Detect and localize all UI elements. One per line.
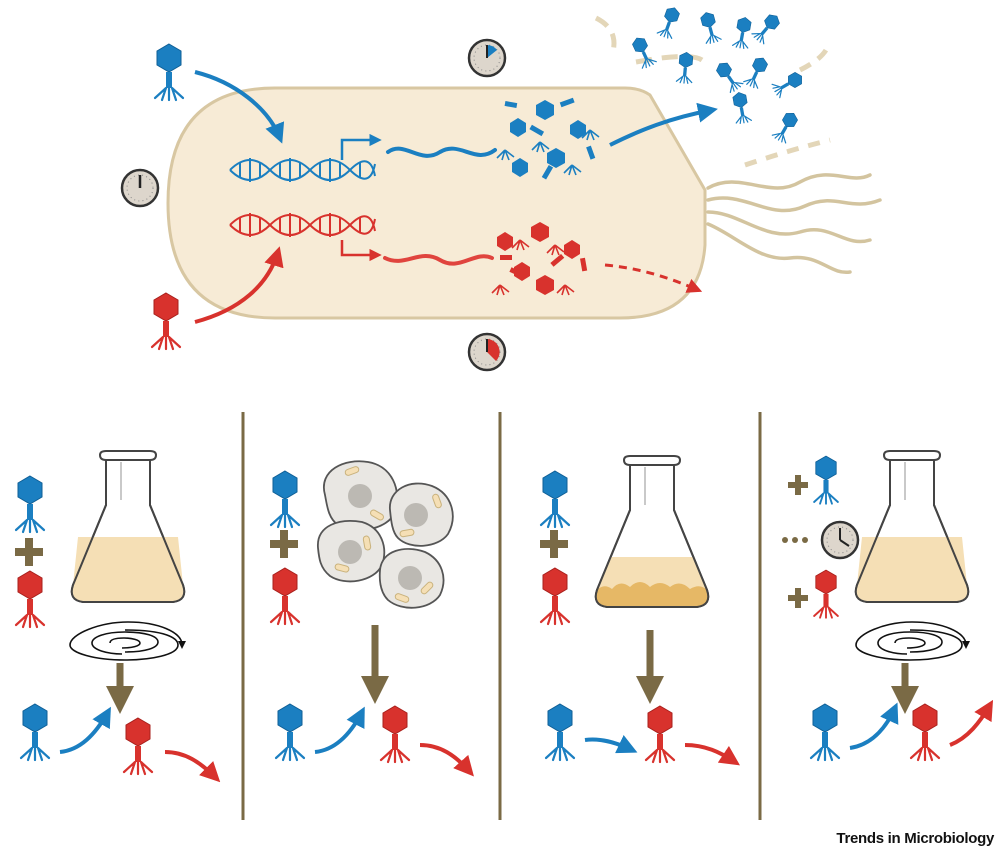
- clock-icon: [467, 332, 507, 372]
- panel-biofilm-flask: [539, 455, 740, 766]
- clock-icon: [467, 38, 507, 78]
- phage-parts-red: [491, 222, 588, 296]
- cell-wall-fragment: [798, 48, 829, 73]
- phage-icon: [379, 704, 411, 764]
- eukaryotic-cell-icon: [317, 460, 454, 609]
- ellipsis-icon: [782, 537, 808, 543]
- phage-icon: [809, 702, 841, 762]
- phage-icon: [269, 469, 301, 529]
- panel-eukaryotic-cells: [269, 460, 474, 777]
- journal-credit: Trends in Microbiology: [836, 830, 994, 847]
- transcript-icon: [386, 146, 497, 158]
- cell-membrane: [166, 86, 707, 320]
- arrow-icon: [584, 734, 638, 754]
- arrow-icon: [604, 263, 703, 293]
- arrow-icon: [194, 246, 284, 324]
- plus-icon: [788, 475, 808, 495]
- phage-icon: [14, 474, 46, 534]
- phage-icon: [813, 455, 839, 505]
- shaking-spiral-icon: [69, 621, 186, 661]
- phage-icon: [19, 702, 51, 762]
- clock-icon: [120, 168, 160, 208]
- arrow-icon: [419, 743, 474, 777]
- phage-icon: [675, 51, 695, 85]
- phage-icon: [269, 566, 301, 626]
- plus-icon: [270, 530, 298, 558]
- cell-wall-fragment: [744, 137, 831, 168]
- phage-icon: [150, 291, 182, 351]
- phage-icon: [539, 566, 571, 626]
- phage-icon: [14, 569, 46, 629]
- phage-icon: [750, 10, 784, 46]
- flagella: [706, 173, 882, 274]
- arrow-icon: [194, 70, 285, 144]
- phage-icon: [656, 4, 683, 40]
- phage-icon: [122, 716, 154, 776]
- phage-icon: [742, 54, 771, 90]
- phage-icon: [712, 58, 745, 94]
- cell-wall-fragment: [594, 15, 617, 56]
- promoter-arrow: [340, 133, 382, 160]
- transcript-icon: [383, 254, 494, 266]
- phage-icon: [539, 469, 571, 529]
- arrow-icon: [609, 102, 718, 147]
- plus-icon: [788, 588, 808, 608]
- arrow-icon: [949, 699, 994, 747]
- flask-icon: [70, 450, 186, 603]
- plus-icon: [540, 530, 568, 558]
- phage-icon: [731, 15, 754, 50]
- phage-icon: [544, 702, 576, 762]
- arrow-icon: [164, 750, 221, 783]
- shaking-spiral-icon: [855, 621, 970, 661]
- arrow-icon: [59, 706, 111, 754]
- panel-delayed-addition: [782, 450, 994, 762]
- phage-icon: [644, 704, 676, 764]
- phage-icon: [629, 34, 658, 70]
- phage-icon: [153, 42, 185, 102]
- biofilm: [595, 582, 709, 607]
- plus-icon: [15, 538, 43, 566]
- dna-icon: [229, 213, 376, 237]
- phage-icon: [771, 108, 802, 145]
- phage-icon: [730, 90, 753, 125]
- phage-icon: [770, 68, 807, 99]
- arrow-icon: [849, 702, 899, 750]
- bacterial-cell: [166, 15, 882, 320]
- flask-icon: [854, 450, 970, 603]
- clock-icon: [820, 520, 860, 560]
- dna-icon: [229, 158, 376, 182]
- arrow-icon: [314, 706, 365, 754]
- flask-icon: [594, 455, 710, 608]
- phage-icon: [697, 9, 723, 45]
- arrow-icon: [684, 743, 740, 766]
- panel-flask-shaken: [14, 450, 221, 783]
- promoter-arrow: [340, 240, 382, 262]
- phage-icon: [813, 569, 839, 619]
- phage-icon: [909, 702, 941, 762]
- phage-parts-blue: [496, 97, 600, 180]
- phage-icon: [274, 702, 306, 762]
